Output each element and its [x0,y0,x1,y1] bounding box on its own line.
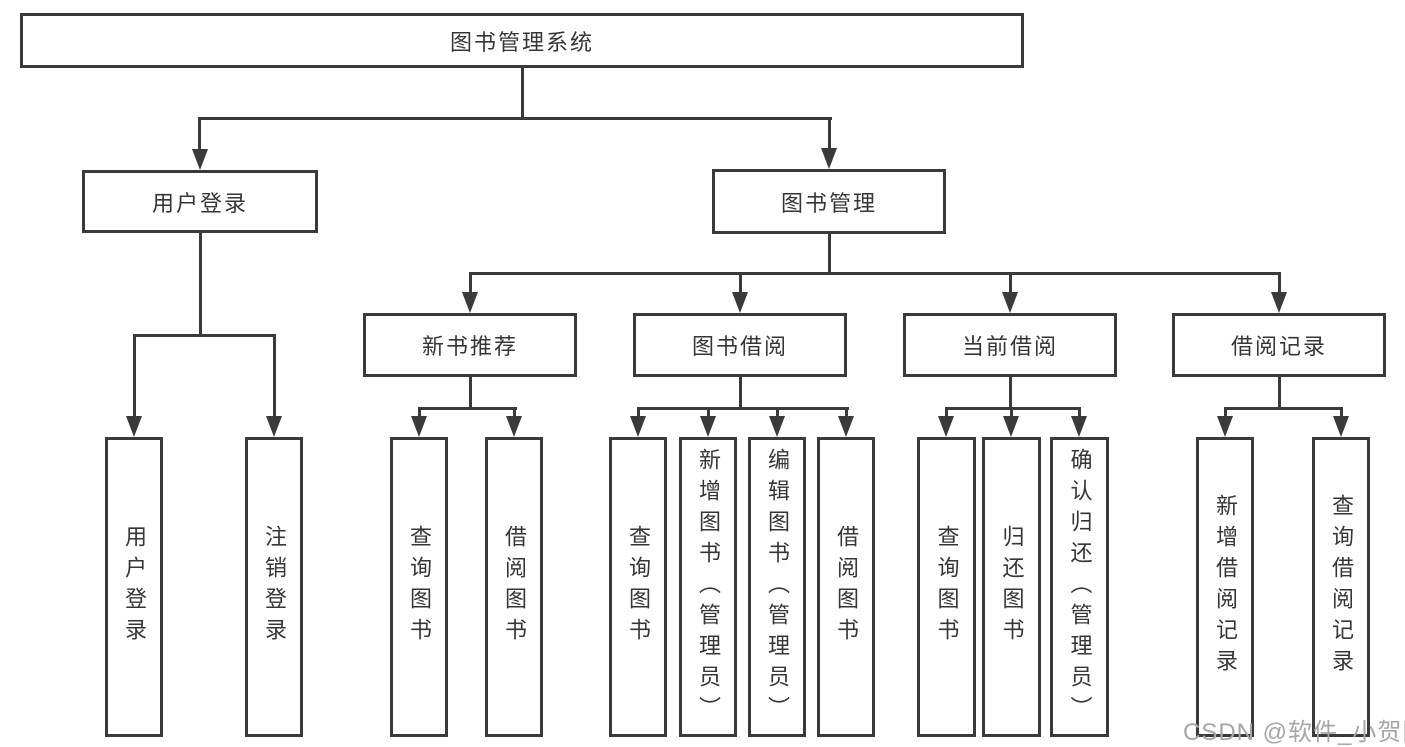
leaf-query-books-current: 查询图书 [917,437,976,737]
connector-line [637,408,640,418]
connector-line [469,273,472,294]
connector-line [513,408,516,418]
connector-line [1078,408,1081,418]
connector-line [707,408,710,418]
connector-line [828,118,831,150]
connector-line [1278,273,1281,294]
arrow-down-icon [266,416,282,437]
connector-line [945,407,1081,410]
connector-line [1009,273,1012,294]
arrow-down-icon [462,292,478,313]
node-book-borrowing: 图书借阅 [633,313,847,377]
node-user-login: 用户登录 [82,170,318,233]
arrow-down-icon [700,416,716,437]
leaf-borrow-books-borrowing: 借阅图书 [817,437,875,737]
connector-line [198,117,832,120]
connector-line [198,118,201,150]
arrow-down-icon [1333,416,1349,437]
connector-line [1009,377,1012,408]
arrow-down-icon [769,416,785,437]
leaf-query-borrow-record: 查询借阅记录 [1312,437,1370,737]
node-library-system: 图书管理系统 [20,13,1024,68]
connector-line [828,234,831,273]
connector-line [469,272,1281,275]
connector-line [1224,407,1343,410]
connector-line [418,407,517,410]
arrow-down-icon [506,416,522,437]
arrow-down-icon [192,149,208,170]
arrow-down-icon [126,416,142,437]
leaf-borrow-books-recommend: 借阅图书 [485,437,543,737]
connector-line [945,408,948,418]
arrow-down-icon [1217,416,1233,437]
connector-line [418,408,421,418]
arrow-down-icon [732,292,748,313]
arrow-down-icon [411,416,427,437]
leaf-query-books-borrowing: 查询图书 [609,437,667,737]
connector-line [637,407,849,410]
connector-line [133,334,276,337]
arrow-down-icon [821,148,837,169]
leaf-add-book-admin: 新增图书（管理员） [679,437,737,737]
arrow-down-icon [630,416,646,437]
connector-line [845,408,848,418]
arrow-down-icon [1071,416,1087,437]
leaf-logout: 注销登录 [245,437,303,737]
arrow-down-icon [938,416,954,437]
leaf-add-borrow-record: 新增借阅记录 [1196,437,1254,737]
arrow-down-icon [838,416,854,437]
connector-line [469,377,472,408]
node-current-borrowing: 当前借阅 [903,313,1117,377]
arrow-down-icon [1002,292,1018,313]
connector-line [521,68,524,118]
node-new-book-recommend: 新书推荐 [363,313,577,377]
connector-line [199,233,202,335]
arrow-down-icon [1271,292,1287,313]
connector-line [1340,408,1343,418]
arrow-down-icon [1003,416,1019,437]
leaf-return-book: 归还图书 [982,437,1041,737]
connector-line [133,335,136,419]
connector-line [739,273,742,294]
connector-line [1278,377,1281,408]
leaf-edit-book-admin: 编辑图书（管理员） [748,437,806,737]
node-book-management: 图书管理 [712,169,946,234]
watermark: CSDN @软件_小贺同学 [1183,719,1405,746]
node-borrowing-records: 借阅记录 [1172,313,1386,377]
connector-line [739,377,742,408]
connector-line [776,408,779,418]
leaf-confirm-return-admin: 确认归还（管理员） [1050,437,1109,737]
connector-line [273,335,276,419]
leaf-query-books-recommend: 查询图书 [390,437,448,737]
leaf-user-login: 用户登录 [105,437,163,737]
connector-line [1010,408,1013,418]
connector-line [1224,408,1227,418]
